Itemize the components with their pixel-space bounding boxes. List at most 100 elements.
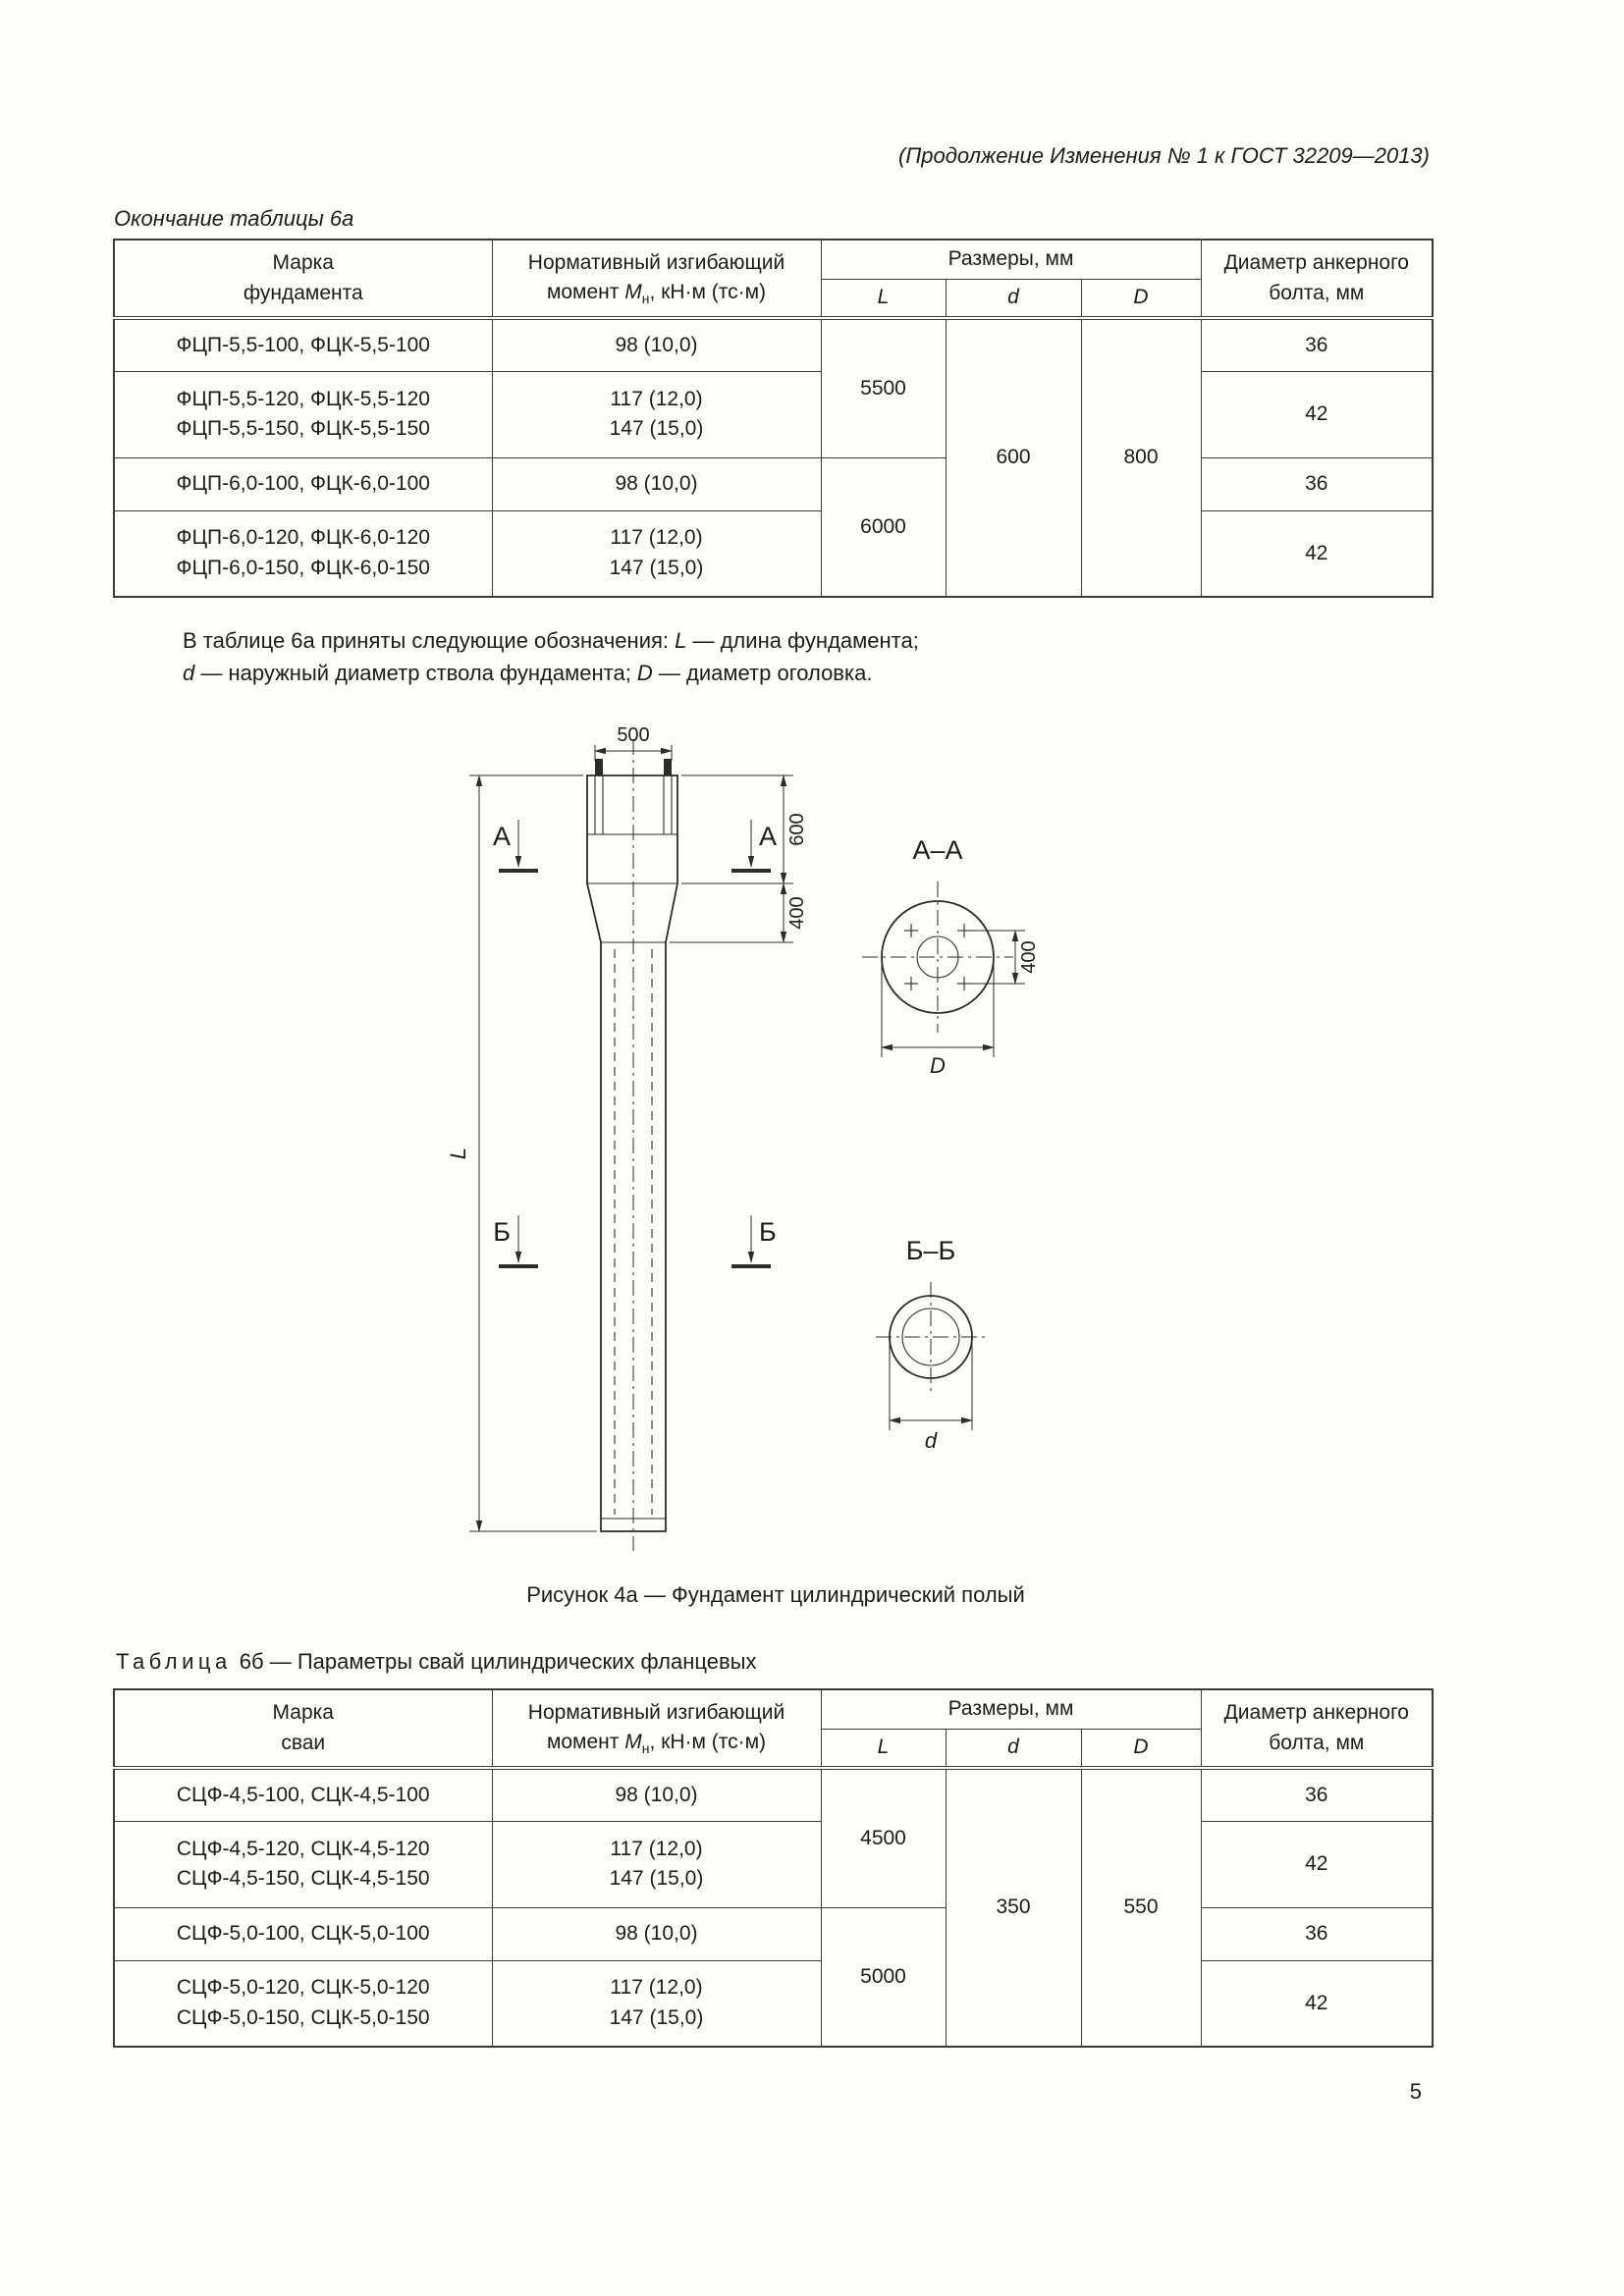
cell-bolt-r3: 36 (1200, 1906, 1434, 1961)
moment-units: , кН·м (тс·м) (649, 1730, 767, 1753)
figure-4a-drawing: 500 А А Б Б (422, 721, 1168, 1566)
cell-moment-r3: 98 (10,0) (491, 456, 822, 511)
dim-500-group: 500 (594, 724, 673, 761)
cell-moment-r2: 117 (12,0) 147 (15,0) (491, 1820, 822, 1908)
dim-500-label: 500 (617, 724, 649, 746)
col-header-moment: Нормативный изгибающий момент Мн, кН·м (… (491, 1688, 822, 1770)
dim-L-label: L (446, 1148, 470, 1159)
page-header-note: (Продолжение Изменения № 1 к ГОСТ 32209—… (898, 143, 1430, 168)
cell-bolt-r4: 42 (1200, 1959, 1434, 2048)
symbol-D: D (636, 661, 653, 685)
cell-d: 350 (945, 1767, 1082, 2048)
col-header-L: L (820, 278, 947, 320)
shaft-inner-circle (901, 1308, 960, 1366)
symbol-d: d (1007, 286, 1019, 309)
section-letter-B-right: Б (759, 1217, 777, 1247)
cell-bolt-r1: 36 (1200, 317, 1434, 372)
moment-subscript: н (641, 1740, 650, 1757)
table-row: ФЦП-6,0-100, ФЦК-6,0-100 98 (10,0) 6000 … (113, 456, 1434, 598)
note-line-2: d — наружный диаметр ствола фундамента; … (183, 657, 1263, 689)
cell-L-bottom: 6000 (820, 456, 947, 598)
cell-mark-r3: СЦФ-5,0-100, СЦК-5,0-100 (113, 1906, 493, 1961)
col-header-mark: Марка сваи (113, 1688, 493, 1770)
col-header-sizes: Размеры, мм (820, 1688, 1202, 1730)
note-text: — длина фундамента; (686, 628, 919, 653)
cell-mark-r4: ФЦП-6,0-120, ФЦК-6,0-120 ФЦП-6,0-150, ФЦ… (113, 509, 493, 598)
cell-L-top: 5500 (820, 317, 947, 458)
cell-mark-r3: ФЦП-6,0-100, ФЦК-6,0-100 (113, 456, 493, 511)
section-letter-B-left: Б (493, 1217, 511, 1247)
section-mark-A: А А (493, 820, 777, 873)
symbol-d: d (1007, 1735, 1019, 1759)
table-row: СЦФ-4,5-100, СЦК-4,5-100 98 (10,0) 4500 … (113, 1767, 1434, 2048)
table-row: ФЦП-5,5-100, ФЦК-5,5-100 98 (10,0) 5500 … (113, 317, 1434, 598)
table-6a-wrapper: Марка фундамента Нормативный изгибающий … (113, 239, 1435, 598)
symbol-L: L (675, 628, 687, 653)
cell-moment-r1: 98 (10,0) (491, 1767, 822, 1822)
section-view-AA: А–А 400 D (862, 835, 1040, 1078)
page-number: 5 (1409, 2079, 1422, 2104)
section-BB-title: Б–Б (906, 1236, 955, 1265)
figure-4a-caption: Рисунок 4а — Фундамент цилиндрический по… (526, 1582, 1025, 1607)
table-caption-word: Таблица (116, 1649, 232, 1674)
cell-bolt-r4: 42 (1200, 509, 1434, 598)
col-header-d: d (945, 278, 1082, 320)
note-text: В таблице 6а приняты следующие обозначен… (183, 628, 676, 653)
section-view-BB: Б–Б d (876, 1236, 986, 1453)
table-6a-caption: Окончание таблицы 6а (114, 206, 354, 231)
moment-symbol: М (624, 280, 642, 303)
cell-mark-r4: СЦФ-5,0-120, СЦК-5,0-120 СЦФ-5,0-150, СЦ… (113, 1959, 493, 2048)
dim-400-section-label: 400 (1018, 940, 1040, 973)
note-text: — диаметр оголовка. (652, 661, 873, 685)
section-letter-A-right: А (759, 822, 777, 851)
col-header-L: L (820, 1728, 947, 1770)
table-row: СЦФ-5,0-100, СЦК-5,0-100 98 (10,0) 5000 … (113, 1906, 1434, 2048)
section-mark-B: Б Б (493, 1215, 777, 1268)
technical-drawing: 500 А А Б Б (446, 724, 1040, 1551)
anchor-bolt-left (595, 759, 603, 775)
cell-bolt-r3: 36 (1200, 456, 1434, 511)
symbol-d: d (183, 661, 195, 685)
table-6b: Марка сваи Нормативный изгибающий момент… (113, 1688, 1435, 2048)
col-header-d: d (945, 1728, 1082, 1770)
cell-bolt-r2: 42 (1200, 1820, 1434, 1908)
cell-bolt-r2: 42 (1200, 370, 1434, 458)
cell-moment-r2: 117 (12,0) 147 (15,0) (491, 370, 822, 458)
table-6b-caption: Таблица 6б — Параметры свай цилиндрически… (116, 1649, 756, 1675)
moment-header-line2: момент Мн, кН·м (тс·м) (501, 278, 813, 308)
note-text: — наружный диаметр ствола фундамента; (194, 661, 637, 685)
cell-moment-r3: 98 (10,0) (491, 1906, 822, 1961)
symbol-L: L (877, 286, 890, 309)
dim-600-400-group: 600 400 (670, 774, 808, 943)
shaft-outer-circle (889, 1295, 973, 1379)
col-header-D: D (1080, 1728, 1202, 1770)
cell-mark-r2: ФЦП-5,5-120, ФЦК-5,5-120 ФЦП-5,5-150, ФЦ… (113, 370, 493, 458)
moment-units: , кН·м (тс·м) (649, 280, 767, 303)
center-hole-circle (916, 935, 959, 979)
cell-d: 600 (945, 317, 1082, 598)
note-line-1: В таблице 6а приняты следующие обозначен… (183, 624, 1263, 657)
cell-D: 550 (1080, 1767, 1202, 2048)
table-caption-rest: 6б — Параметры свай цилиндрических фланц… (239, 1649, 757, 1674)
dim-600-label: 600 (786, 813, 808, 845)
cell-mark-r1: СЦФ-4,5-100, СЦК-4,5-100 (113, 1767, 493, 1822)
dim-D-label: D (930, 1053, 946, 1078)
moment-header-line1: Нормативный изгибающий (527, 1700, 785, 1724)
moment-header-line1: Нормативный изгибающий (527, 250, 785, 274)
table-row: ФЦП-5,5-120, ФЦК-5,5-120 ФЦП-5,5-150, ФЦ… (113, 370, 1434, 458)
col-header-bolt: Диаметр анкерного болта, мм (1200, 1688, 1434, 1770)
table-6a-note: В таблице 6а приняты следующие обозначен… (183, 624, 1263, 689)
cell-D: 800 (1080, 317, 1202, 598)
col-header-D: D (1080, 278, 1202, 320)
elevation-view (586, 739, 678, 1551)
cell-moment-r4: 117 (12,0) 147 (15,0) (491, 509, 822, 598)
cell-bolt-r1: 36 (1200, 1767, 1434, 1822)
dim-d-label: d (925, 1428, 938, 1453)
anchor-bolt-right (664, 759, 672, 775)
table-row: СЦФ-4,5-120, СЦК-4,5-120 СЦФ-4,5-150, СЦ… (113, 1820, 1434, 1908)
symbol-D: D (1133, 286, 1149, 309)
moment-prefix: момент (546, 1730, 625, 1753)
dim-L-group: L (446, 774, 597, 1532)
table-row: СЦФ-5,0-120, СЦК-5,0-120 СЦФ-5,0-150, СЦ… (113, 1959, 1434, 2048)
